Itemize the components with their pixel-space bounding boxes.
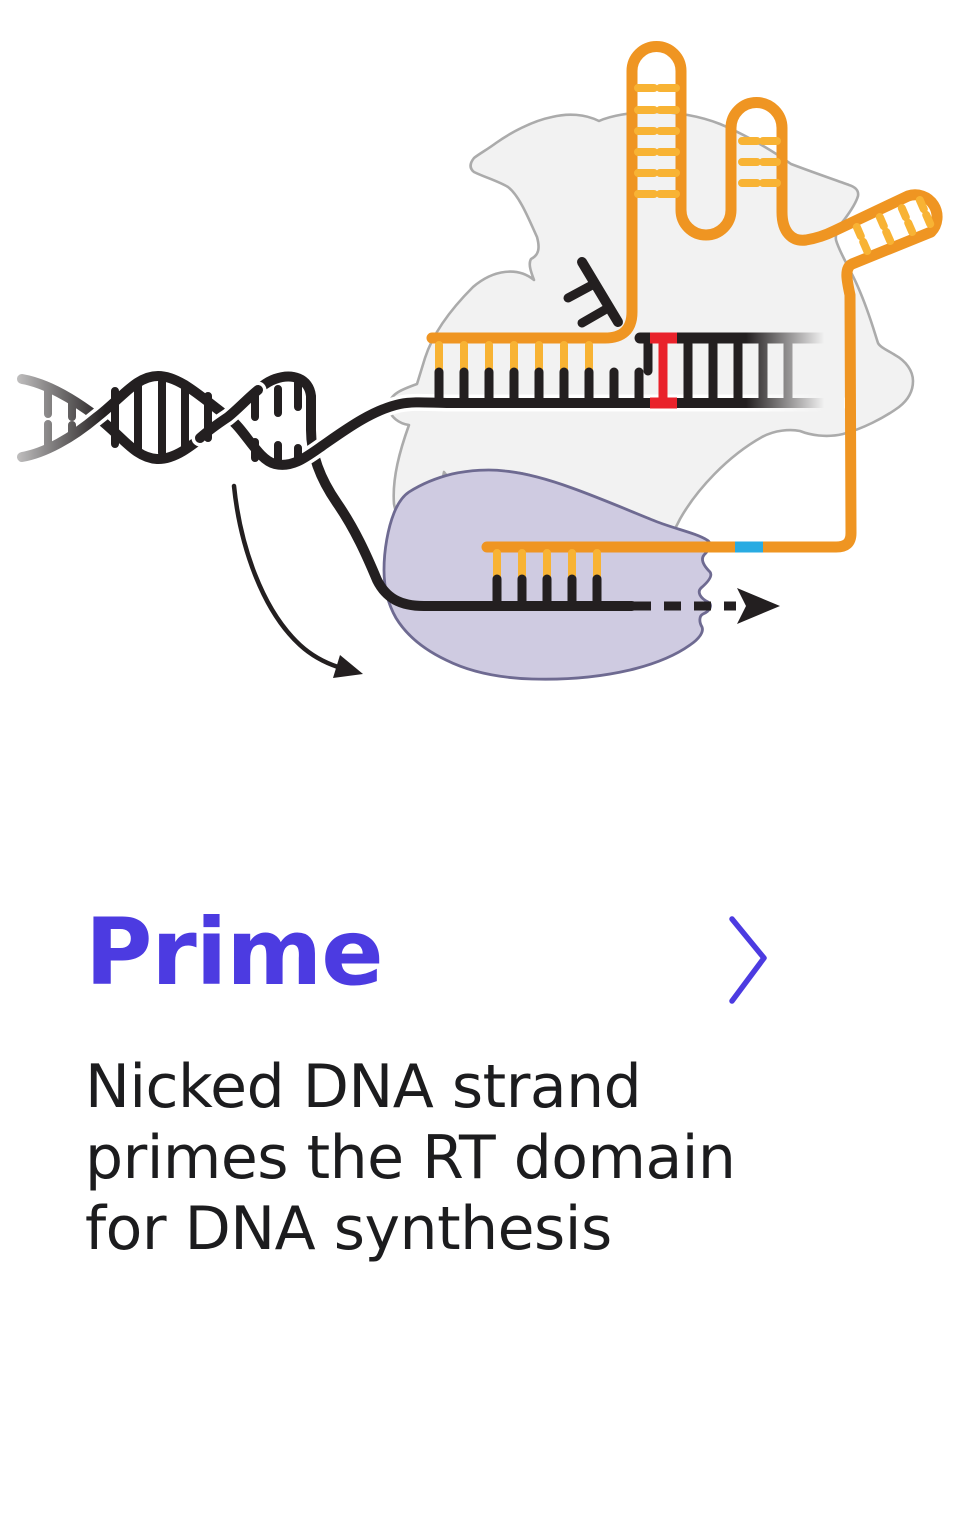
hairpin1-base-pairs [634, 84, 680, 198]
step-title: Prime [85, 899, 384, 1006]
strand-displacement-arrow [231, 483, 363, 678]
duplex-right-fade [746, 320, 844, 420]
rt-template-base-pairs [493, 549, 601, 581]
pegrna-backbone [426, 41, 943, 553]
nicked-strand-flap [563, 257, 623, 328]
primer-base-ticks [492, 574, 602, 606]
spacer-base-pairs [435, 341, 593, 375]
hairpin2-base-pairs [738, 137, 781, 187]
chevron-right-icon [729, 916, 767, 1004]
duplex-top-ticks [643, 339, 793, 376]
prime-editing-diagram [0, 41, 943, 681]
hairpin3-base-pairs [852, 196, 935, 255]
description-line: for DNA synthesis [85, 1194, 612, 1264]
description-line: primes the RT domain [85, 1123, 736, 1193]
description-line: Nicked DNA strand [85, 1052, 642, 1122]
dna-synthesis-arrow [634, 588, 780, 624]
duplex-bottom-ticks [434, 367, 793, 403]
edit-site-red-marks [650, 332, 677, 409]
arrowhead [737, 588, 780, 624]
step-description: Nicked DNA strand primes the RT domain f… [85, 1052, 895, 1265]
next-step-button[interactable] [726, 910, 786, 1010]
helix-left-fade [0, 350, 105, 510]
pegrna-strand [426, 41, 943, 581]
